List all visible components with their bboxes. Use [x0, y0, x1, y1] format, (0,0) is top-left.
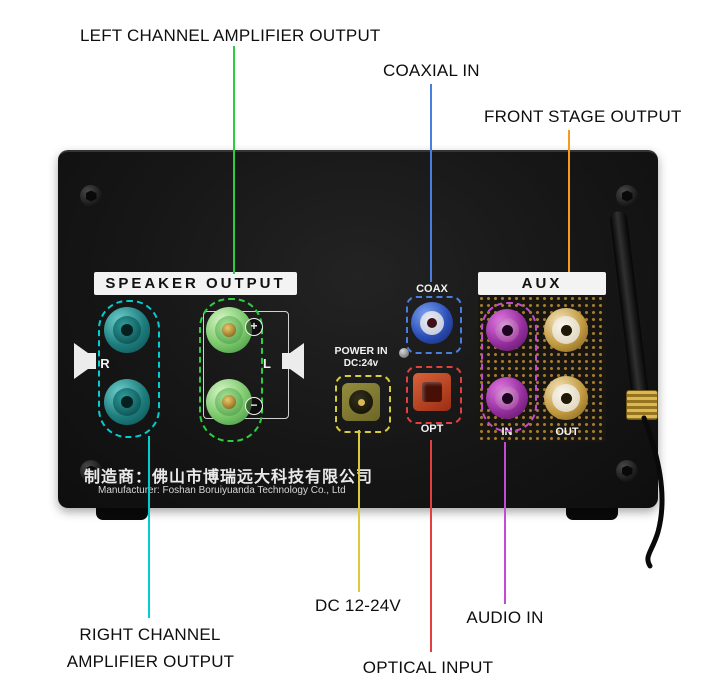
dc-jack-highlight-outline [335, 375, 391, 433]
rca-ring [552, 316, 580, 344]
screw-hex-socket [621, 190, 633, 202]
minus-polarity-badge: − [245, 397, 263, 415]
rca-ring [420, 311, 444, 335]
aux-out-label: OUT [555, 426, 579, 438]
speaker-output-section-label: SPEAKER OUTPUT [94, 272, 297, 295]
device-foot-right [566, 504, 618, 520]
antenna-gold-connector [626, 390, 658, 420]
optical-highlight-outline [406, 366, 462, 424]
label-dc-12-24v: DC 12-24V [315, 596, 401, 615]
rca-audio-out-jack-bottom[interactable] [544, 376, 588, 420]
rca-ring [552, 384, 580, 412]
speaker-right-icon [282, 343, 304, 379]
binding-post-hole [121, 396, 133, 408]
label-right-channel-line2: AMPLIFIER OUTPUT [66, 652, 235, 671]
speaker-left-icon [74, 343, 96, 379]
dc-power-jack[interactable] [342, 383, 380, 421]
callout-line-left-channel [233, 46, 235, 274]
callout-line-optical [430, 440, 432, 652]
right-channel-highlight-outline [98, 300, 160, 438]
optical-input-port[interactable] [413, 373, 451, 411]
callout-line-front-stage [568, 130, 570, 272]
dc-jack-pin [357, 398, 365, 406]
coax-highlight-outline [406, 296, 462, 354]
plus-polarity-badge: + [245, 318, 263, 336]
left-channel-marker: L [263, 356, 271, 371]
callout-line-coaxial-in [430, 84, 432, 282]
screw-hex-socket [85, 465, 97, 477]
binding-post-ring [215, 388, 243, 416]
coaxial-input-jack[interactable] [411, 302, 453, 344]
label-right-channel-line1: RIGHT CHANNEL [79, 625, 221, 644]
coax-label: COAX [416, 283, 448, 295]
rca-hole [560, 324, 572, 336]
binding-post-hole [222, 395, 236, 409]
aux-section-label: AUX [478, 272, 606, 295]
screw-icon [80, 185, 102, 207]
panel-screw-icon [399, 348, 409, 358]
callout-line-dc [358, 430, 360, 592]
screw-icon [616, 460, 638, 482]
label-left-channel-amplifier-output: LEFT CHANNEL AMPLIFIER OUTPUT [80, 26, 381, 45]
screw-icon [80, 460, 102, 482]
power-in-label-line1: POWER IN [334, 345, 388, 357]
device-foot-left [96, 504, 148, 520]
rca-audio-out-jack-top[interactable] [544, 308, 588, 352]
opt-label: OPT [420, 423, 444, 435]
manufacturer-text-cn: 制造商：佛山市博瑞远大科技有限公司 [84, 469, 374, 486]
rca-hole [501, 392, 513, 404]
manufacturer-text-en: Manufacturer: Foshan Boruiyuanda Technol… [98, 485, 346, 496]
left-channel-highlight-outline [199, 298, 263, 442]
power-in-label-line2: DC:24v [343, 358, 379, 369]
audio-in-highlight-outline [481, 302, 537, 432]
right-channel-marker: R [100, 356, 110, 371]
optical-port-window [422, 382, 442, 402]
rca-audio-in-jack-bottom[interactable] [486, 377, 528, 419]
screw-hex-socket [85, 190, 97, 202]
label-front-stage-output: FRONT STAGE OUTPUT [484, 107, 682, 126]
callout-line-right-channel [148, 436, 150, 618]
screw-hex-socket [621, 465, 633, 477]
screw-icon [616, 185, 638, 207]
label-audio-in: AUDIO IN [466, 608, 544, 627]
callout-line-audio-in [504, 442, 506, 604]
rca-hole [501, 324, 513, 336]
dc-jack-hole [349, 390, 373, 414]
aux-in-label: IN [501, 426, 513, 438]
label-coaxial-in: COAXIAL IN [383, 61, 480, 80]
rca-hole [560, 392, 572, 404]
label-optical-input: OPTICAL INPUT [362, 658, 494, 677]
rca-hole [427, 318, 437, 328]
